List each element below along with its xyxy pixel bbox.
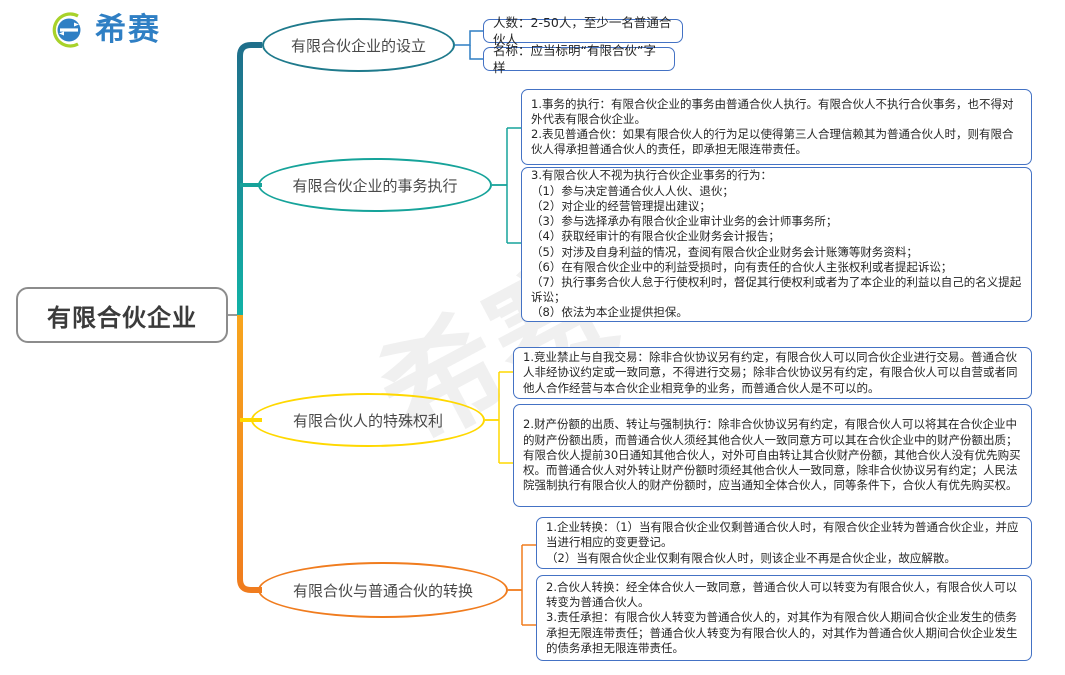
leaf-line: （1）参与决定普通合伙人人伙、退伙； [531,183,734,198]
branch-label-affairs-execution: 有限合伙企业的事务执行 [292,176,458,195]
leaf-box-non-compete[interactable]: 1.竞业禁止与自我交易：除非合伙协议另有约定，有限合伙人可以同合伙企业进行交易。… [513,347,1032,399]
sai-circle-logo-icon [52,12,81,48]
leaf-line: 1.企业转换：（1）当有限合伙企业仅剩普通合伙人时，有限合伙企业转为普通合伙企业… [546,520,1019,550]
branch-node-special-rights[interactable]: 有限合伙人的特殊权利 [251,393,485,447]
branch-node-establishment[interactable]: 有限合伙企业的设立 [262,18,455,72]
leaf-line: 3.有限合伙人不视为执行合伙企业事务的行为： [531,168,772,183]
leaf-line: （8）依法为本企业提供担保。 [531,305,688,320]
branch-label-conversion: 有限合伙与普通合伙的转换 [292,581,473,600]
leaf-line: （7）执行事务合伙人怠于行使权利时，督促其行使权利或者为了本企业的利益以自己的名… [531,274,1022,305]
leaf-box-partner-conversion[interactable]: 2.合伙人转换：经全体合伙人一致同意，普通合伙人可以转变为有限合伙人，有限合伙人… [536,575,1032,661]
leaf-box-name-rule[interactable]: 名称：应当标明“有限合伙”字样 [483,43,675,75]
leaf-line: 1.竞业禁止与自我交易：除非合伙协议另有约定，有限合伙人可以同合伙企业进行交易。… [523,350,1018,395]
leaf-box-entity-conversion[interactable]: 1.企业转换：（1）当有限合伙企业仅剩普通合伙人时，有限合伙企业转为普通合伙企业… [536,517,1032,569]
leaf-line: （2）对企业的经营管理提出建议； [531,198,711,213]
leaf-line: （6）在有限合伙企业中的利益受损时，向有责任的合伙人主张权利或者提起诉讼； [531,259,953,274]
leaf-box-execution-rules[interactable]: 1.事务的执行：有限合伙企业的事务由普通合伙人执行。有限合伙人不执行合伙事务，也… [521,89,1032,165]
leaf-box-non-execution-acts[interactable]: 3.有限合伙人不视为执行合伙企业事务的行为： （1）参与决定普通合伙人人伙、退伙… [521,167,1032,322]
leaf-line: 名称：应当标明“有限合伙”字样 [493,43,656,75]
central-topic-label: 有限合伙企业 [47,303,197,332]
branch-label-establishment: 有限合伙企业的设立 [290,36,426,55]
branch-label-special-rights: 有限合伙人的特殊权利 [292,411,443,430]
brand-logo-text: 希赛 [95,11,161,48]
branch-node-conversion[interactable]: 有限合伙与普通合伙的转换 [258,562,508,618]
leaf-line: 2.表见普通合伙：如果有限合伙人的行为足以使得第三人合理信赖其为普通合伙人时，则… [531,127,1014,157]
leaf-line: 3.责任承担：有限合伙人转变为普通合伙人的，对其作为有限合伙人期间合伙企业发生的… [546,610,1018,655]
leaf-line: （5）对涉及自身利益的情况，查阅有限合伙企业财务会计账簿等财务资料； [531,244,918,259]
leaf-line: 1.事务的执行：有限合伙企业的事务由普通合伙人执行。有限合伙人不执行合伙事务，也… [531,96,1014,126]
central-topic-node[interactable]: 有限合伙企业 [16,287,228,343]
branch-node-affairs-execution[interactable]: 有限合伙企业的事务执行 [258,158,492,212]
leaf-box-member-count[interactable]: 人数：2-50人，至少一名普通合伙人 [483,15,683,47]
leaf-box-property-share[interactable]: 2.财产份额的出质、转让与强制执行：除非合伙协议另有约定，有限合伙人可以将其在合… [513,404,1032,507]
leaf-line: 人数：2-50人，至少一名普通合伙人 [493,15,672,47]
leaf-line: （4）获取经审计的有限合伙企业财务会计报告； [531,229,780,244]
leaf-line: （3）参与选择承办有限合伙企业审计业务的会计师事务所； [531,214,838,229]
leaf-line: （2）当有限合伙企业仅剩有限合伙人时，则该企业不再是合伙企业，故应解散。 [546,550,956,565]
brand-logo: 希赛 [48,10,161,50]
leaf-line: 2.合伙人转换：经全体合伙人一致同意，普通合伙人可以转变为有限合伙人，有限合伙人… [546,579,1017,610]
leaf-line: 2.财产份额的出质、转让与强制执行：除非合伙协议另有约定，有限合伙人可以将其在合… [523,417,1021,493]
